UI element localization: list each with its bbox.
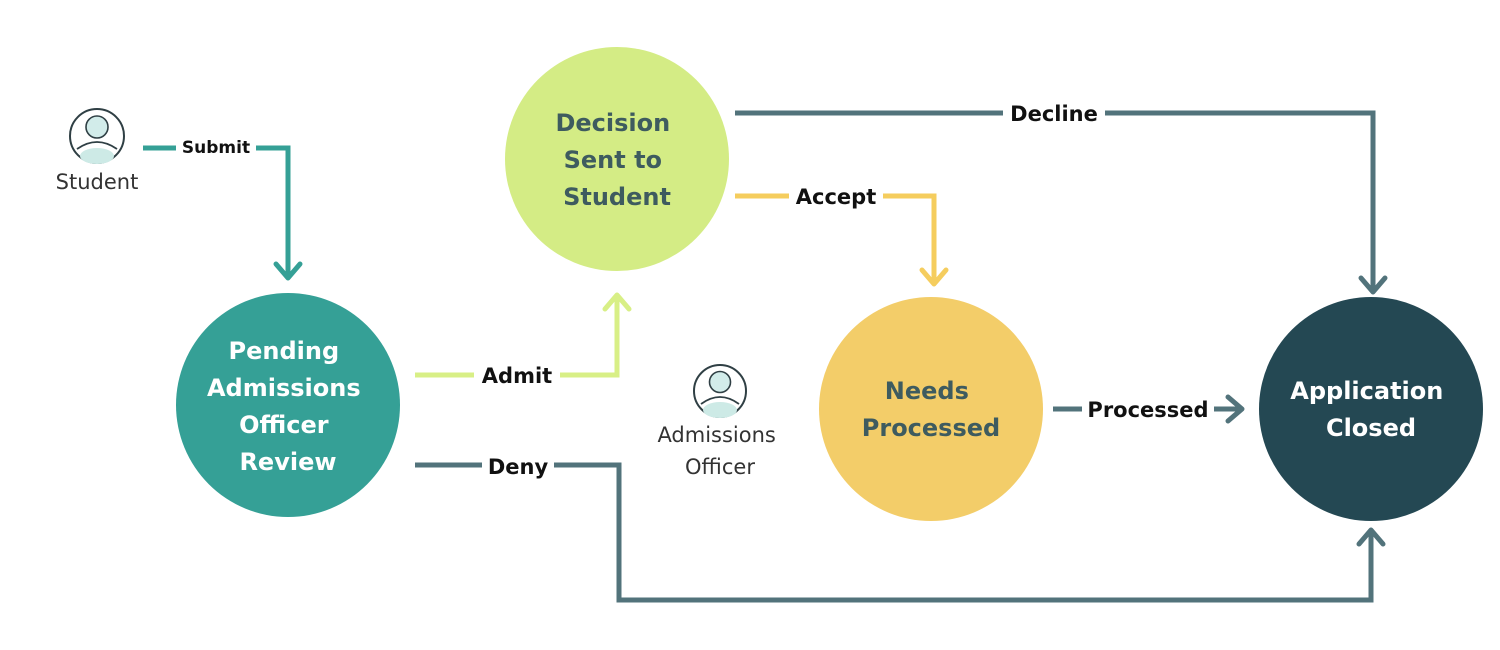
actor-admissions-officer-label: Admissions Officer	[657, 423, 782, 479]
edge-decline-arrowhead	[1358, 275, 1388, 295]
actor-student-label: Student	[56, 170, 139, 194]
actor-admissions-officer-line-2: Officer	[685, 455, 755, 479]
node-needs-processed-line-1: Needs	[885, 377, 969, 405]
edge-decline-label: Decline	[1010, 102, 1098, 126]
actor-admissions-officer-line-1: Admissions	[657, 423, 775, 447]
edge-processed-label: Processed	[1087, 398, 1208, 422]
node-application-closed-line-1: Application	[1290, 377, 1443, 405]
edge-decline-line	[735, 110, 1376, 290]
edge-submit: Submit	[143, 135, 303, 281]
node-needs-processed-label: Needs Processed	[862, 377, 1000, 442]
node-decision-sent-circle	[505, 47, 729, 271]
edge-decline-label-bg	[1003, 98, 1105, 128]
person-icon	[69, 108, 125, 164]
edge-submit-label-bg	[176, 135, 256, 161]
node-decision-sent-line-1: Decision	[555, 109, 670, 137]
node-needs-processed-line-2: Processed	[862, 414, 1000, 442]
node-needs-processed-circle	[819, 297, 1043, 521]
node-pending-review-circle	[176, 293, 400, 517]
node-decision-sent-line-2: Sent to	[564, 146, 662, 174]
edge-submit-arrowhead	[273, 261, 303, 281]
node-application-closed: Application Closed	[1259, 297, 1483, 521]
edge-decline: Decline	[735, 98, 1388, 295]
node-decision-sent-label: Decision Sent to Student	[555, 109, 678, 211]
node-application-closed-line-2: Closed	[1326, 414, 1416, 442]
edge-deny-label: Deny	[488, 455, 549, 479]
edge-accept-arrowhead	[919, 267, 949, 287]
node-pending-review-line-1: Pending	[229, 337, 340, 365]
edge-admit-label: Admit	[482, 364, 552, 388]
person-icon	[693, 364, 747, 418]
edge-processed-arrowhead	[1225, 394, 1245, 424]
edge-deny: Deny	[415, 451, 1386, 603]
node-pending-review-line-2: Admissions	[207, 374, 361, 402]
edge-processed: Processed	[1053, 394, 1245, 424]
edge-accept-label: Accept	[796, 185, 876, 209]
node-application-closed-circle	[1259, 297, 1483, 521]
edge-deny-label-bg	[482, 451, 554, 481]
node-decision-sent: Decision Sent to Student	[505, 47, 729, 271]
edge-accept: Accept	[735, 181, 949, 287]
edge-submit-label: Submit	[182, 138, 250, 158]
edge-submit-line	[143, 145, 291, 275]
edge-admit-arrowhead	[602, 292, 632, 312]
node-pending-review-label: Pending Admissions Officer Review	[207, 337, 369, 476]
actor-admissions-officer: Admissions Officer	[657, 364, 782, 479]
edge-accept-label-bg	[789, 181, 883, 211]
edge-admit: Admit	[415, 292, 632, 390]
node-application-closed-label: Application Closed	[1290, 377, 1451, 442]
edge-deny-arrowhead	[1356, 527, 1386, 547]
edge-admit-label-bg	[474, 360, 560, 390]
node-decision-sent-line-3: Student	[563, 183, 671, 211]
node-pending-review-line-3: Officer	[239, 411, 329, 439]
actor-student: Student	[56, 108, 139, 194]
node-needs-processed: Needs Processed	[819, 297, 1043, 521]
edge-processed-label-bg	[1082, 394, 1214, 424]
node-pending-review: Pending Admissions Officer Review	[176, 293, 400, 517]
node-pending-review-line-4: Review	[239, 448, 336, 476]
